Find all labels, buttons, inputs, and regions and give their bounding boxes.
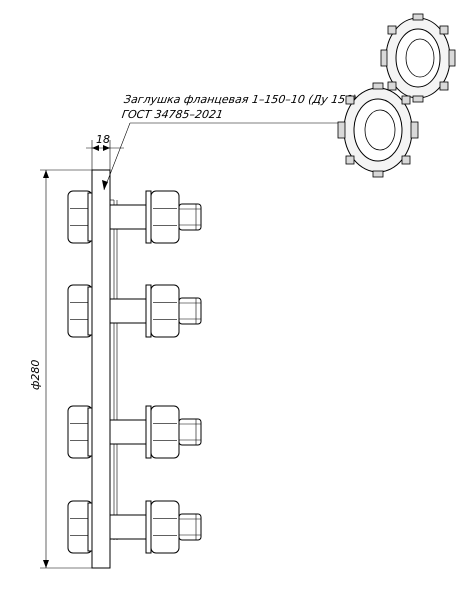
- bolt-assembly: [67, 190, 202, 244]
- bolt-assembly: [67, 284, 202, 338]
- flange-3d-rear: [380, 13, 456, 103]
- dim-thickness-label: 18: [96, 133, 110, 146]
- callout-leader: [102, 122, 345, 191]
- bolt-assembly: [67, 500, 202, 554]
- flange-3d-front: [337, 82, 419, 178]
- callout-title: Заглушка фланцевая 1–150–10 (Ду 150): [123, 93, 357, 106]
- bolt-assemblies: [67, 190, 202, 554]
- diameter-dimension: ф280: [29, 169, 92, 569]
- bolt-assembly: [67, 405, 202, 459]
- flange-plate: [91, 169, 118, 569]
- dim-diameter-label: ф280: [29, 360, 42, 390]
- thickness-dimension: 18: [86, 133, 124, 170]
- callout-standard: ГОСТ 34785–2021: [121, 108, 224, 121]
